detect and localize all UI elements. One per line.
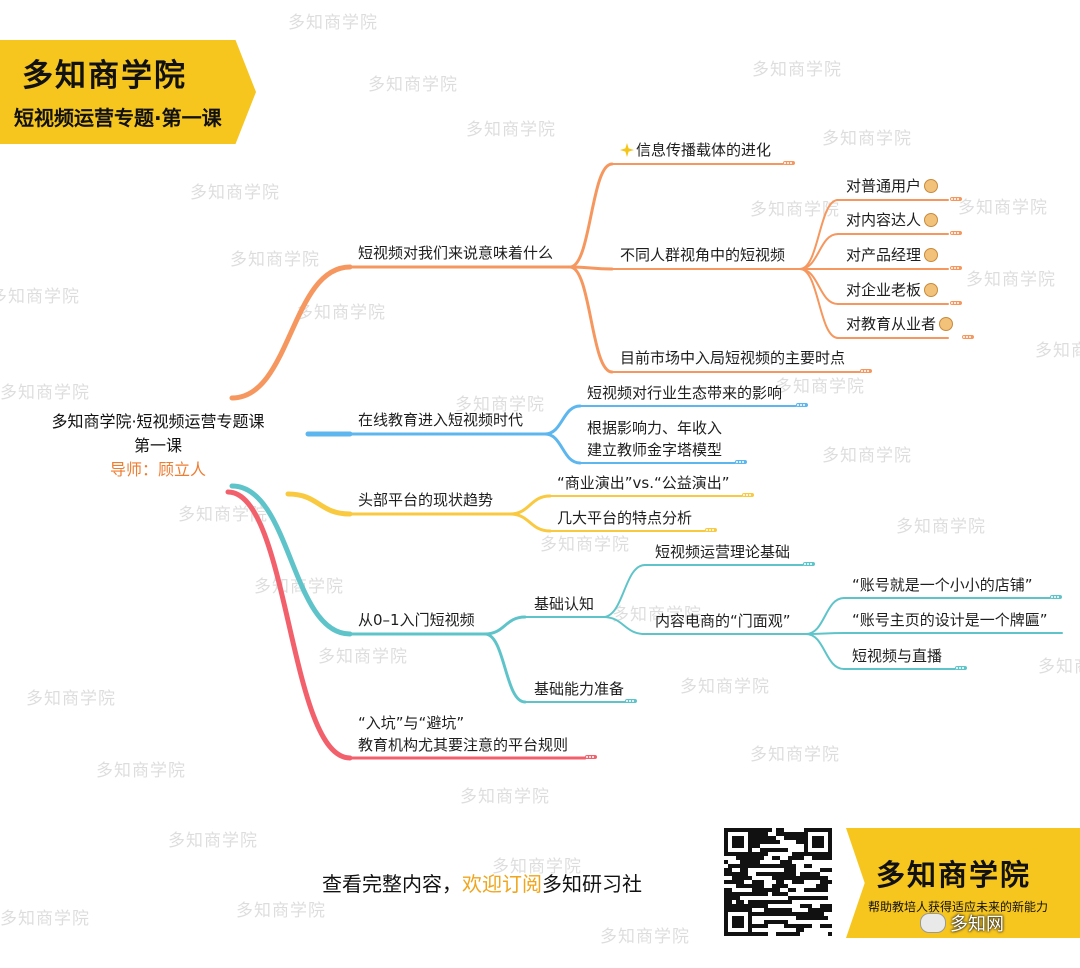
- collapse-dots-icon[interactable]: [705, 528, 717, 532]
- leaf-label: 对产品经理: [846, 246, 922, 264]
- collapse-dots-icon[interactable]: [1050, 595, 1062, 599]
- connector-b2-c2: [543, 432, 582, 465]
- footer-cta: 查看完整内容，欢迎订阅多知研习社: [322, 868, 642, 897]
- connector-b4-c1: [483, 615, 527, 636]
- collapse-dots-icon[interactable]: [962, 335, 974, 339]
- leaf-for-content-creators[interactable]: 对内容达人: [846, 210, 939, 231]
- root-title: 多知商学院·短视频运营专题课: [51, 412, 265, 431]
- connector-b1-c3: [568, 265, 614, 374]
- footer-brand-tagline: 帮助教培人获得适应未来的新能力: [868, 900, 1049, 914]
- connector-b4-g2-leaf: [805, 632, 845, 635]
- header-banner: 多知商学院 短视频运营专题·第一课: [0, 40, 256, 144]
- connector-b2-c1: [543, 404, 582, 436]
- node-info-carrier-evolution[interactable]: 信息传播载体的进化: [620, 140, 771, 161]
- wechat-account-tag: 多知网: [920, 910, 1004, 936]
- connector-b4-g1: [602, 564, 646, 618]
- leaf-label: 对内容达人: [846, 211, 922, 229]
- footer-brand: 多知商学院: [876, 858, 1032, 892]
- leaf-for-educators[interactable]: 对教育从业者: [846, 314, 954, 335]
- branch-what-short-video-means[interactable]: 短视频对我们来说意味着什么: [358, 244, 554, 262]
- wechat-account-name: 多知网: [950, 914, 1004, 935]
- wechat-icon: [920, 913, 946, 933]
- node-teacher-pyramid-line2[interactable]: 建立教师金字塔模型: [587, 441, 723, 459]
- footer-text-a: 查看完整内容，: [322, 872, 462, 896]
- node-teacher-pyramid-line1[interactable]: 根据影响力、年收入: [587, 419, 723, 437]
- connector-b4-c2: [483, 632, 527, 704]
- node-storefront-concept[interactable]: 内容电商的“门面观”: [655, 612, 791, 630]
- node-platform-features[interactable]: 几大平台的特点分析: [557, 509, 693, 527]
- node-operation-theory[interactable]: 短视频运营理论基础: [655, 543, 791, 561]
- leaf-label: 对教育从业者: [846, 315, 937, 333]
- node-label: 信息传播载体的进化: [636, 141, 772, 159]
- footer-text-c: 多知研习社: [542, 872, 642, 896]
- connector-b3-c2: [508, 512, 552, 533]
- connector-b1-c2: [568, 265, 614, 271]
- branch-online-education-era[interactable]: 在线教育进入短视频时代: [358, 411, 524, 429]
- root-subtitle: 第一课: [133, 436, 182, 455]
- root-node[interactable]: 多知商学院·短视频运营专题课 第一课 导师：顾立人: [30, 410, 286, 482]
- collapse-dots-icon[interactable]: [950, 266, 962, 270]
- collapse-dots-icon[interactable]: [950, 301, 962, 305]
- node-industry-impact[interactable]: 短视频对行业生态带来的影响: [587, 384, 783, 402]
- node-basic-skills[interactable]: 基础能力准备: [534, 680, 625, 698]
- branch-platform-trends[interactable]: 头部平台的现状趋势: [358, 491, 494, 509]
- header-subtitle: 短视频运营专题·第一课: [14, 106, 222, 130]
- branch-platform-rules-line1[interactable]: “入坑”与“避坑”: [358, 714, 465, 732]
- connector-b4-g2: [602, 616, 646, 635]
- connector-b3-c1: [508, 494, 552, 516]
- collapse-dots-icon[interactable]: [803, 562, 815, 566]
- collapse-dots-icon[interactable]: [950, 197, 962, 201]
- leaf-video-and-live[interactable]: 短视频与直播: [852, 647, 943, 665]
- connector-b4: [229, 483, 353, 637]
- connector-b4-g2-leaf: [805, 633, 845, 670]
- connector-b5: [225, 489, 353, 761]
- connector-b1-c1: [568, 162, 614, 269]
- connector-b1-c2-leaf: [799, 199, 839, 270]
- sparkle-icon: [620, 143, 634, 157]
- person-emoji-icon: [924, 213, 939, 227]
- node-commercial-vs-public[interactable]: “商业演出”vs.“公益演出”: [557, 474, 730, 492]
- footer-brand-panel: 多知商学院 帮助教培人获得适应未来的新能力: [846, 828, 1080, 938]
- collapse-dots-icon[interactable]: [950, 231, 962, 235]
- person-emoji-icon: [939, 317, 954, 331]
- person-emoji-icon: [924, 248, 939, 262]
- connector-b1: [229, 264, 353, 401]
- collapse-dots-icon[interactable]: [783, 161, 795, 165]
- leaf-label: 对企业老板: [846, 281, 922, 299]
- branch-zero-to-one[interactable]: 从0–1入门短视频: [358, 611, 475, 629]
- collapse-dots-icon[interactable]: [742, 493, 754, 497]
- connector-b1-c2-leaf: [799, 268, 839, 339]
- node-market-entry-timing[interactable]: 目前市场中入局短视频的主要时点: [620, 349, 846, 367]
- node-audience-perspectives[interactable]: 不同人群视角中的短视频: [620, 246, 786, 264]
- collapse-dots-icon[interactable]: [625, 699, 637, 703]
- leaf-for-ordinary-users[interactable]: 对普通用户: [846, 176, 939, 197]
- leaf-label: 对普通用户: [846, 177, 922, 195]
- leaf-homepage-is-signboard[interactable]: “账号主页的设计是一个牌匾”: [852, 611, 1048, 629]
- leaf-account-is-shop[interactable]: “账号就是一个小小的店铺”: [852, 576, 1033, 594]
- connector-b4-g2-leaf: [805, 597, 845, 635]
- person-emoji-icon: [924, 179, 939, 193]
- footer-subscribe-link[interactable]: 欢迎订阅: [462, 872, 542, 896]
- connector-b3: [285, 491, 353, 517]
- node-basic-knowledge[interactable]: 基础认知: [534, 595, 595, 613]
- collapse-dots-icon[interactable]: [955, 666, 967, 670]
- collapse-dots-icon[interactable]: [735, 460, 747, 464]
- person-emoji-icon: [924, 283, 939, 297]
- collapse-dots-icon[interactable]: [796, 403, 808, 407]
- header-brand: 多知商学院: [22, 58, 187, 94]
- collapse-dots-icon[interactable]: [585, 755, 597, 759]
- leaf-for-product-managers[interactable]: 对产品经理: [846, 245, 939, 266]
- branch-platform-rules-line2[interactable]: 教育机构尤其要注意的平台规则: [358, 736, 569, 754]
- collapse-dots-icon[interactable]: [860, 369, 872, 373]
- root-mentor: 导师：顾立人: [109, 460, 206, 479]
- connector-b1-c2-leaf: [799, 233, 839, 270]
- qr-code-image[interactable]: [724, 828, 832, 936]
- connector-b1-c2-leaf: [799, 268, 839, 305]
- leaf-for-business-owners[interactable]: 对企业老板: [846, 280, 939, 301]
